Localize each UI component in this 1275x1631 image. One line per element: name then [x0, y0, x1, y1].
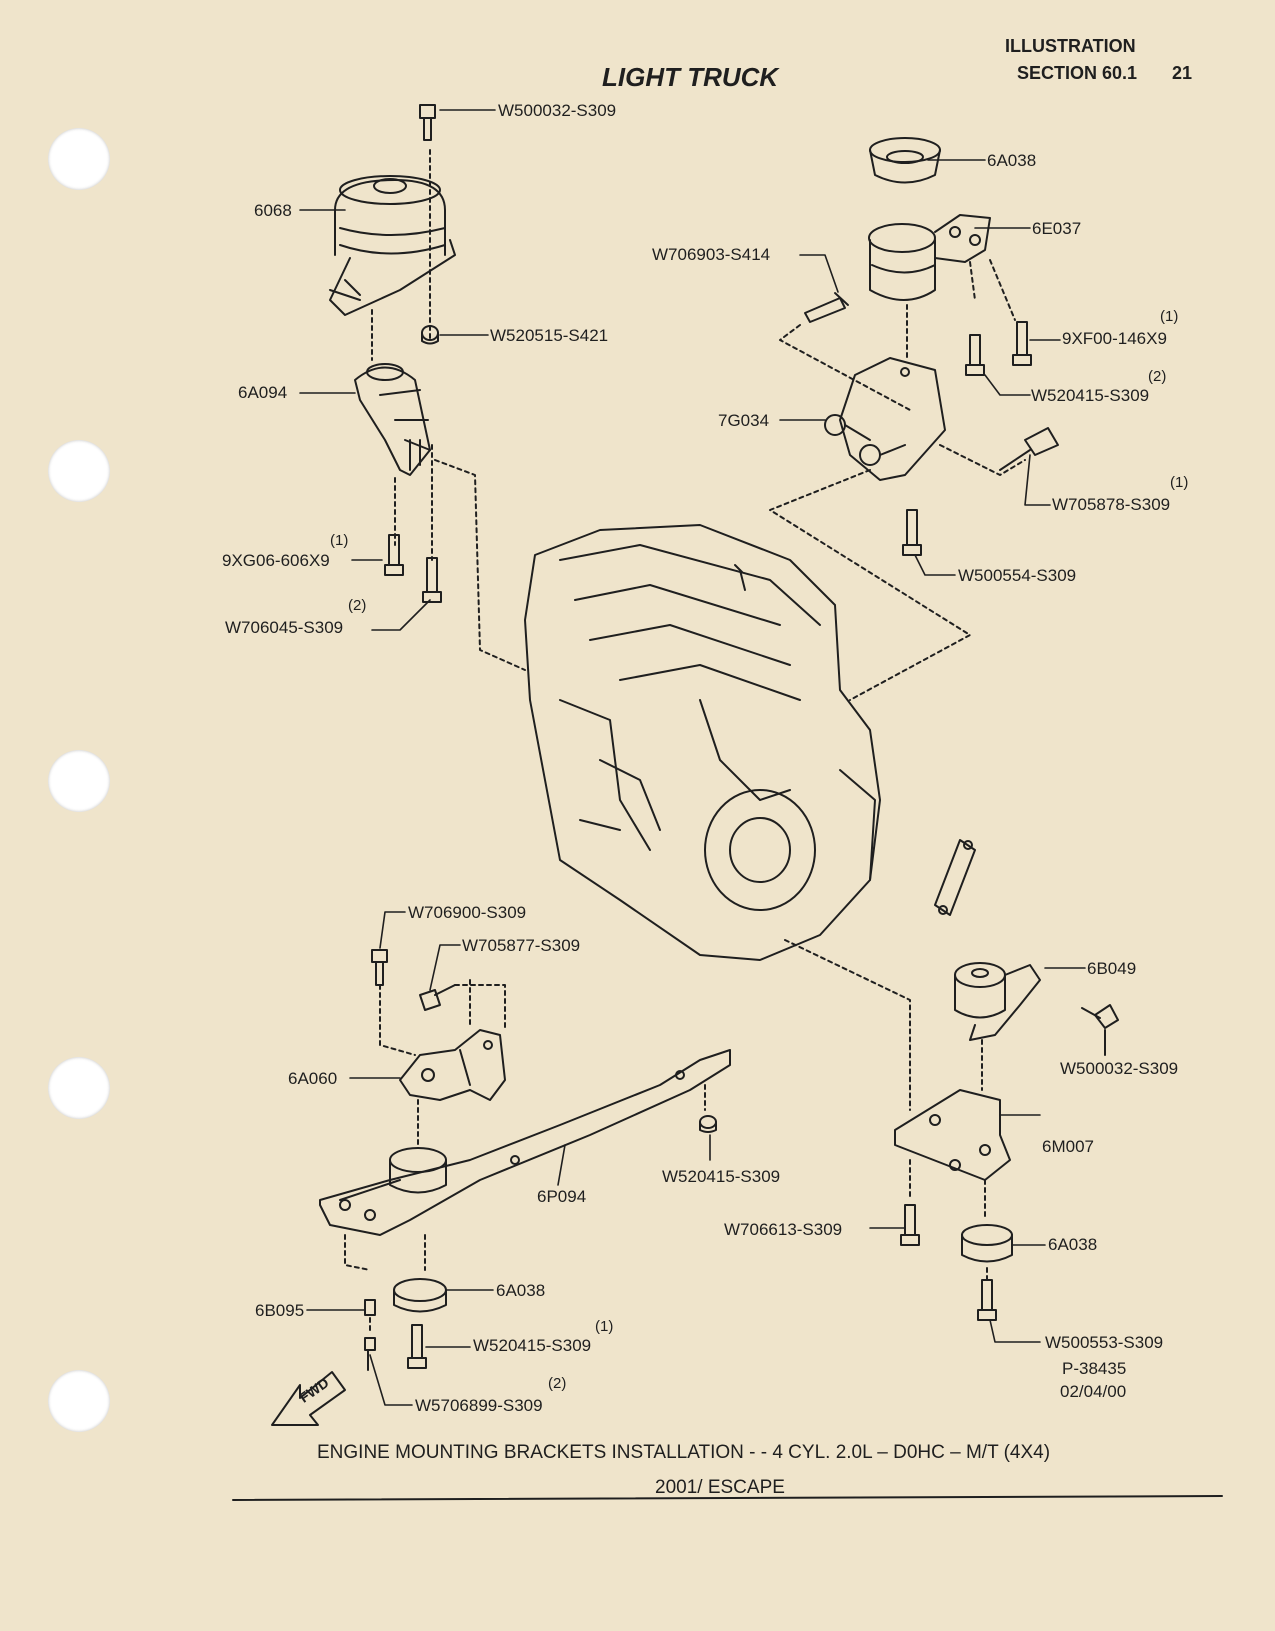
- qty-w520415-right: (2): [1148, 368, 1167, 385]
- label-w706045: W706045-S309: [225, 618, 344, 637]
- bolt-w706900: [371, 949, 388, 986]
- bracket-6a094-drawing: [354, 363, 431, 476]
- label-w500032-right: W500032-S309: [1060, 1059, 1179, 1078]
- bolt-w705877: [419, 984, 456, 1011]
- bolt-9xf00: [1012, 321, 1032, 366]
- drawing-id: P-38435: [1062, 1359, 1127, 1378]
- section-number: SECTION 60.1: [1017, 63, 1138, 83]
- bolt-w500554: [902, 509, 922, 556]
- qty-9xf00: (1): [1160, 308, 1179, 325]
- engine-drawing: [524, 524, 881, 961]
- label-6a038-bottom: 6A038: [496, 1281, 546, 1300]
- drawing-date: 02/04/00: [1060, 1382, 1127, 1401]
- label-9xg06: 9XG06-606X9: [222, 551, 330, 570]
- bolt-w520415-bottom: [407, 1324, 427, 1369]
- label-6m007: 6M007: [1042, 1137, 1094, 1156]
- label-w520415-center: W520415-S309: [662, 1167, 781, 1186]
- label-7g034: 7G034: [718, 411, 770, 430]
- plate-6m007-drawing: [894, 1089, 1011, 1181]
- label-w705878: W705878-S309: [1052, 495, 1171, 514]
- caption-line-1: ENGINE MOUNTING BRACKETS INSTALLATION - …: [317, 1442, 1051, 1463]
- insulator-6a038-right: [961, 1224, 1013, 1263]
- label-w5706899: W5706899-S309: [415, 1396, 543, 1415]
- binder-hole: [48, 1057, 110, 1119]
- label-6e037: 6E037: [1032, 219, 1082, 238]
- category-title: LIGHT TRUCK: [602, 62, 779, 92]
- label-6a060: 6A060: [288, 1069, 338, 1088]
- qty-9xg06: (1): [330, 532, 349, 549]
- bolt-w5706899: [364, 1337, 376, 1371]
- label-6a038-right: 6A038: [1048, 1235, 1098, 1254]
- insulator-6a038-bottom: [393, 1278, 447, 1313]
- qty-w520415-bottom: (1): [595, 1318, 614, 1335]
- bracket-7g034-drawing: [824, 357, 946, 481]
- bolt-w520415-right: [965, 334, 985, 376]
- mount-6b049-drawing: [954, 962, 1041, 1041]
- label-6a094: 6A094: [238, 383, 288, 402]
- qty-w706045: (2): [348, 597, 367, 614]
- binder-hole: [48, 440, 110, 502]
- bolt-w500553: [977, 1279, 997, 1321]
- label-w500032-top: W500032-S309: [498, 101, 617, 120]
- bolt-9xg06: [384, 534, 404, 576]
- mount-6e037-drawing: [868, 214, 991, 301]
- label-w520515: W520515-S421: [490, 326, 609, 345]
- fwd-arrow-icon: [271, 1371, 346, 1426]
- label-w520415-right: W520415-S309: [1031, 386, 1150, 405]
- label-6b095: 6B095: [255, 1301, 305, 1320]
- bracket-6a060-drawing: [399, 1029, 506, 1101]
- binder-hole: [48, 128, 110, 190]
- label-w500554: W500554-S309: [958, 566, 1077, 585]
- bolt-w706045: [422, 557, 442, 603]
- spacer-6b095: [364, 1299, 376, 1316]
- label-6p094: 6P094: [537, 1187, 587, 1206]
- label-w706900: W706900-S309: [408, 903, 527, 922]
- bolt-w500032-top: [419, 104, 436, 141]
- label-9xf00: 9XF00-146X9: [1062, 329, 1167, 348]
- label-w705877: W705877-S309: [462, 936, 581, 955]
- insulator-6a038-crossmember: [389, 1147, 447, 1194]
- bolt-w706903: [804, 292, 849, 323]
- page-number: 21: [1172, 63, 1193, 83]
- insulator-6a038-top: [869, 137, 941, 184]
- binder-hole: [48, 750, 110, 812]
- bolt-w705878: [999, 427, 1059, 471]
- leader-lines: [299, 109, 1086, 1406]
- nut-w520415-center: [699, 1115, 717, 1133]
- nut-w520515: [421, 325, 439, 345]
- qty-w705878: (1): [1170, 474, 1189, 491]
- label-6a038-top: 6A038: [987, 151, 1037, 170]
- label-6b049: 6B049: [1087, 959, 1137, 978]
- label-w706903: W706903-S414: [652, 245, 771, 264]
- mount-6068-drawing: [329, 175, 456, 316]
- link-drawing: [934, 839, 976, 916]
- qty-w5706899: (2): [548, 1375, 567, 1392]
- label-6068: 6068: [254, 201, 292, 220]
- section-title: ILLUSTRATION: [1005, 36, 1136, 56]
- label-w500553: W500553-S309: [1045, 1333, 1164, 1352]
- caption-line-2: 2001/ ESCAPE: [655, 1477, 785, 1498]
- label-w520415-bottom: W520415-S309: [473, 1336, 592, 1355]
- bolt-w706613: [900, 1204, 920, 1246]
- label-w706613: W706613-S309: [724, 1220, 843, 1239]
- bolt-w500032-right: [1081, 1004, 1119, 1029]
- binder-hole: [48, 1370, 110, 1432]
